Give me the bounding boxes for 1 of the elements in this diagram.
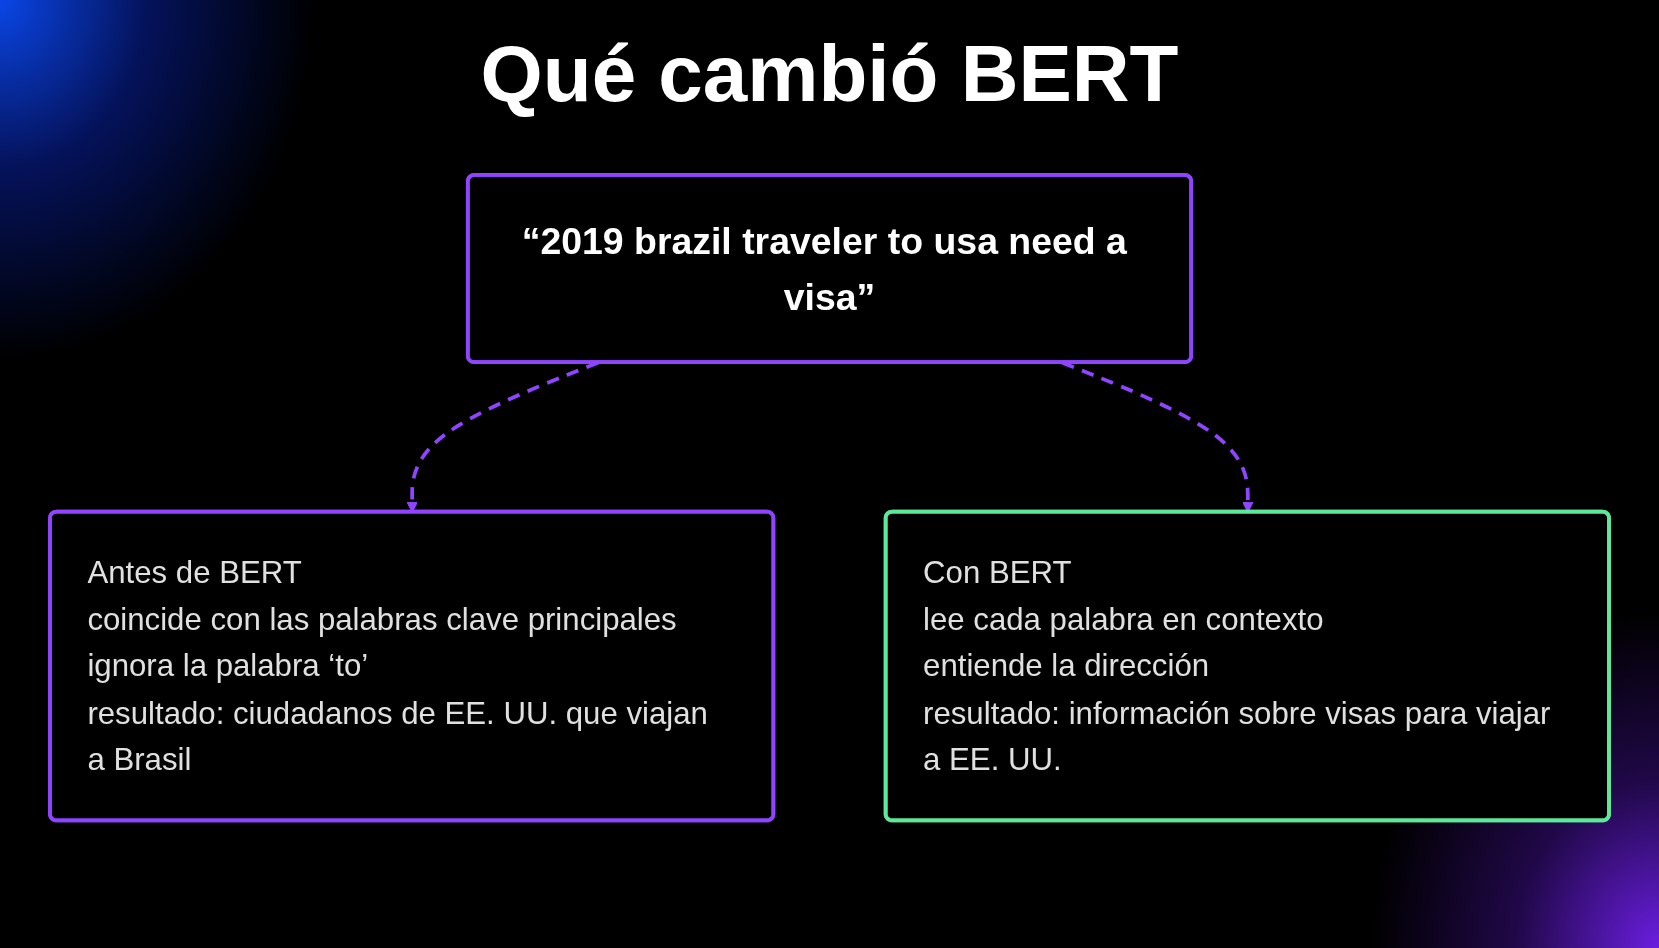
title: Qué cambió BERT — [480, 30, 1179, 118]
